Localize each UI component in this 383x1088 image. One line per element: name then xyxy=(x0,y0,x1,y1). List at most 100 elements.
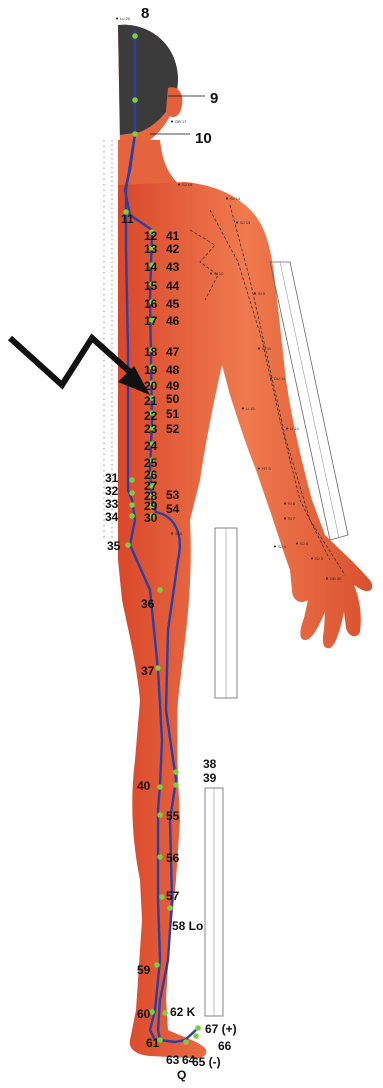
point-label-53: 53 xyxy=(166,488,180,502)
point-label-39: 39 xyxy=(203,771,217,785)
reference-dot xyxy=(254,293,256,295)
reference-dot xyxy=(296,543,298,545)
point-label-15: 15 xyxy=(144,279,158,293)
acupoint-dot xyxy=(129,513,135,519)
reference-mark-label: SJ 15 xyxy=(182,182,193,187)
point-label-60: 60 xyxy=(137,1007,151,1021)
reference-mark-label: SI 7 xyxy=(288,516,296,521)
point-label-46: 46 xyxy=(166,314,180,328)
reference-dot xyxy=(258,348,260,350)
point-label-30: 30 xyxy=(144,511,158,525)
point-label-45: 45 xyxy=(166,297,180,311)
point-label-41: 41 xyxy=(166,229,180,243)
point-label-22: 22 xyxy=(144,409,158,423)
point-label-52: 52 xyxy=(166,422,180,436)
point-label-67: 67 (+) xyxy=(205,1022,237,1036)
point-label-13: 13 xyxy=(144,242,158,256)
point-label-59: 59 xyxy=(137,963,151,977)
point-label-47: 47 xyxy=(166,345,180,359)
point-label-44: 44 xyxy=(166,279,180,293)
reference-dot xyxy=(284,503,286,505)
reference-dot xyxy=(116,18,118,20)
acupoint-dot xyxy=(129,477,135,483)
acupoint-dot xyxy=(129,502,135,508)
reference-mark-label: SI 8 xyxy=(288,501,296,506)
acupoint-dot xyxy=(195,1025,201,1031)
ruler-leg xyxy=(205,788,223,1016)
point-label-37: 37 xyxy=(141,664,155,678)
point-label-23: 23 xyxy=(144,422,158,436)
point-label-8: 8 xyxy=(141,5,149,22)
acupoint-dot xyxy=(173,782,179,788)
point-label-54: 54 xyxy=(166,502,180,516)
acupoint-dot xyxy=(132,97,138,103)
reference-mark-label: SI 5 xyxy=(175,531,183,536)
acupoint-dot xyxy=(157,587,163,593)
acupoint-dot xyxy=(157,784,163,790)
point-label-35: 35 xyxy=(107,539,121,553)
reference-mark-label: Li 15 xyxy=(246,406,255,411)
point-label-42: 42 xyxy=(166,242,180,256)
reference-mark-label: Li 14 xyxy=(290,426,299,431)
point-label-38: 38 xyxy=(203,757,217,771)
point-label-34: 34 xyxy=(105,510,119,524)
point-label-11: 11 xyxy=(121,212,134,226)
ruler-thigh xyxy=(215,528,237,698)
point-label-61: 61 xyxy=(146,1036,160,1050)
reference-mark-label: GB 17 xyxy=(175,119,187,124)
point-label-65: 65 (-) xyxy=(192,1055,221,1069)
point-label-20: 20 xyxy=(144,379,158,393)
acupoint-dot xyxy=(167,905,173,911)
reference-dot xyxy=(226,198,228,200)
point-label-19: 19 xyxy=(144,363,158,377)
point-label-62-k: 62 K xyxy=(170,1005,196,1019)
reference-mark-label: SI 11 xyxy=(262,346,272,351)
acupoint-dot xyxy=(162,1010,168,1016)
reference-dot xyxy=(311,558,313,560)
point-label-63: 63 xyxy=(166,1053,180,1067)
body-figure xyxy=(118,25,372,1059)
point-label-32: 32 xyxy=(105,484,119,498)
reference-mark-label: SJ 13 xyxy=(240,220,251,225)
point-label-31: 31 xyxy=(105,471,119,485)
point-label-48: 48 xyxy=(166,363,180,377)
reference-dot xyxy=(178,184,180,186)
reference-dot xyxy=(286,428,288,430)
reference-mark-label: SI 10 xyxy=(214,271,224,276)
ear xyxy=(166,87,182,117)
point-label-50: 50 xyxy=(166,392,180,406)
reference-mark-label: GB 30 xyxy=(330,576,342,581)
reference-mark-label: SJ 5 xyxy=(300,541,309,546)
point-label-66: 66 xyxy=(218,1039,232,1053)
acupoint-dot xyxy=(129,490,135,496)
reference-dot xyxy=(242,408,244,410)
acupoint-dot xyxy=(173,769,179,775)
point-label-33: 33 xyxy=(105,497,119,511)
acupoint-dot xyxy=(154,962,160,968)
reference-mark-label: SI 9 xyxy=(258,291,266,296)
reference-dot xyxy=(210,273,212,275)
point-label-21: 21 xyxy=(144,394,158,408)
reference-dot xyxy=(236,222,238,224)
point-label-58-lo: 58 Lo xyxy=(172,919,203,933)
point-label-14: 14 xyxy=(144,260,158,274)
point-label-10: 10 xyxy=(195,130,212,147)
point-label-56: 56 xyxy=(166,851,180,865)
reference-dot xyxy=(270,378,272,380)
acupoint-dot xyxy=(159,894,165,900)
point-label-16: 16 xyxy=(144,297,158,311)
reference-mark-label: DU 14 xyxy=(274,376,286,381)
acupoint-dot xyxy=(125,542,131,548)
acupoint-dot xyxy=(157,854,163,860)
acupoint-dot xyxy=(132,33,138,39)
point-label-57: 57 xyxy=(166,889,180,903)
point-label-51: 51 xyxy=(166,407,180,421)
point-label-12: 12 xyxy=(144,229,158,243)
acupoint-dot xyxy=(155,665,161,671)
point-label-55: 55 xyxy=(166,809,180,823)
reference-mark-label: SJ 3 xyxy=(315,556,324,561)
point-label-43: 43 xyxy=(166,260,180,274)
hair xyxy=(118,25,178,135)
reference-dot xyxy=(171,533,173,535)
point-label-49: 49 xyxy=(166,379,180,393)
